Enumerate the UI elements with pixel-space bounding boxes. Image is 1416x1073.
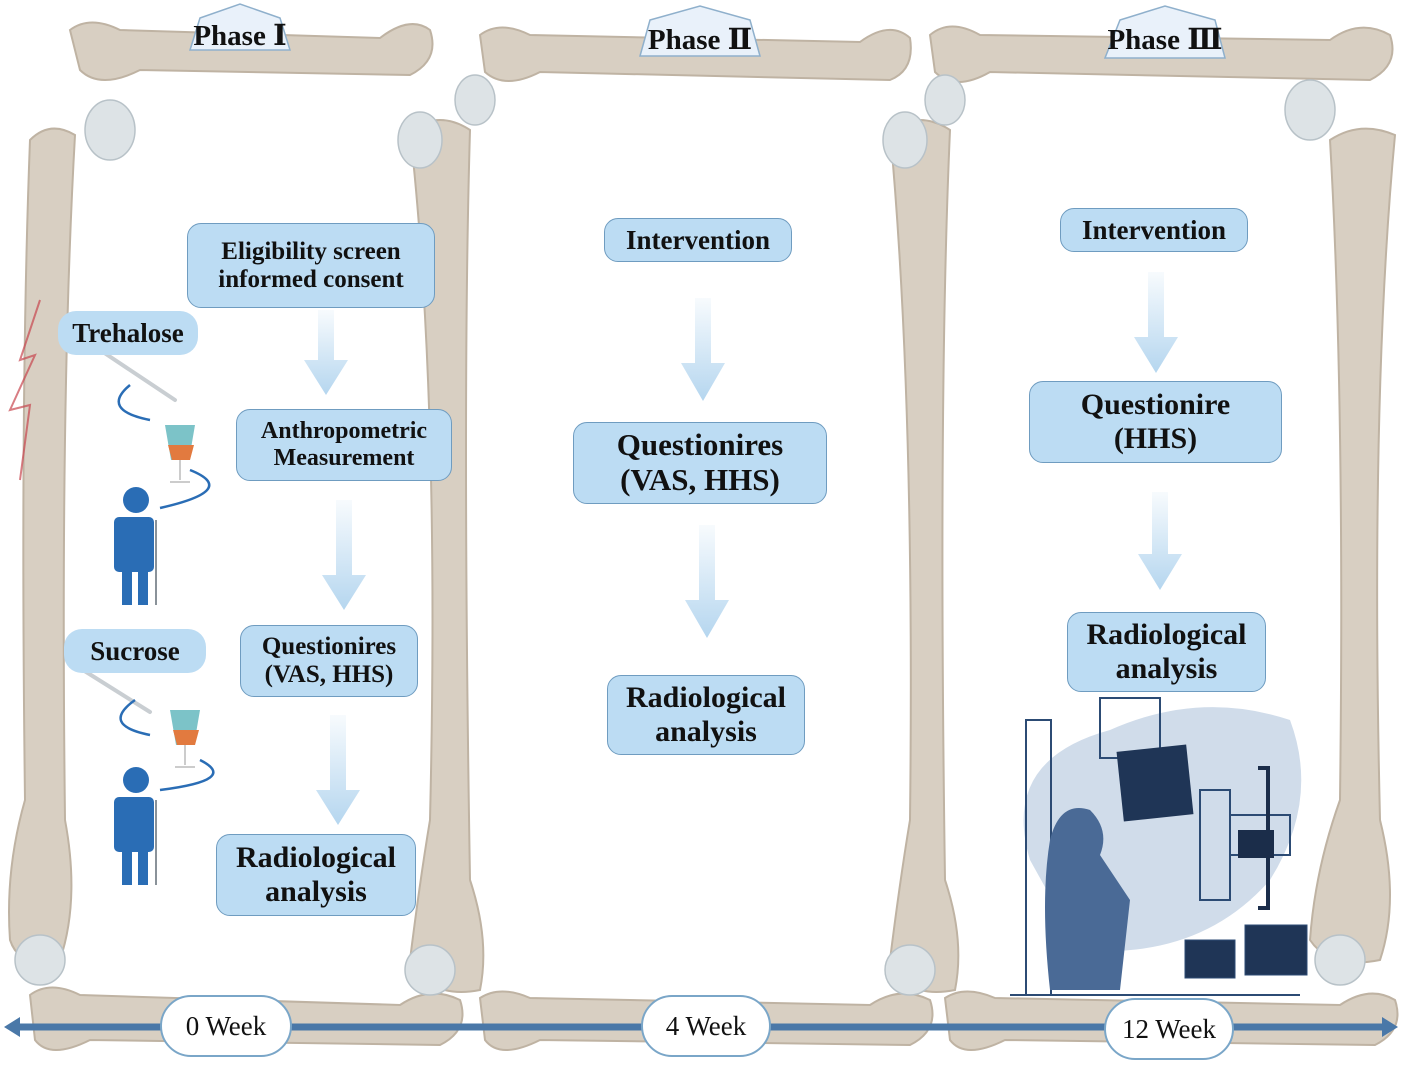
flow-arrows: [304, 272, 1182, 825]
fracture-mark: [8, 299, 41, 481]
week-label-12: 12 Week: [1104, 998, 1234, 1060]
phase-label-3: Phase Ⅲ: [1107, 23, 1223, 56]
bone-top-1: [68, 21, 434, 81]
step-questionnaire-phase3: Questionire (HHS): [1029, 381, 1282, 463]
bone-left-3: [888, 119, 960, 993]
step-questionnaires-phase1: Questionires (VAS, HHS): [240, 625, 418, 697]
cocktail-icon: [165, 425, 200, 768]
radiologist-viewing-xray-illustration: [1010, 697, 1308, 996]
bone-right-3: [1308, 127, 1397, 964]
step-radiological-analysis-phase3: Radiological analysis: [1067, 612, 1266, 692]
step-anthropometric-measurement: Anthropometric Measurement: [236, 409, 452, 481]
step-radiological-analysis-phase2: Radiological analysis: [607, 675, 805, 755]
phase-label-1: Phase Ⅰ: [193, 19, 287, 52]
group-label-trehalose: Trehalose: [58, 311, 198, 355]
group-label-sucrose: Sucrose: [64, 629, 206, 673]
person-with-crutch-icon: [114, 487, 154, 885]
week-label-0: 0 Week: [160, 995, 292, 1057]
step-intervention-phase3: Intervention: [1060, 208, 1248, 252]
week-label-4: 4 Week: [641, 995, 771, 1057]
phase-label-2: Phase Ⅱ: [647, 23, 753, 56]
step-radiological-analysis-phase1: Radiological analysis: [216, 834, 416, 916]
step-intervention-phase2: Intervention: [604, 218, 792, 262]
step-questionnaires-phase2: Questionires (VAS, HHS): [573, 422, 827, 504]
bone-left-2: [408, 119, 485, 993]
bone-left-1: [8, 127, 77, 964]
step-eligibility-screen: Eligibility screen informed consent: [187, 223, 435, 308]
